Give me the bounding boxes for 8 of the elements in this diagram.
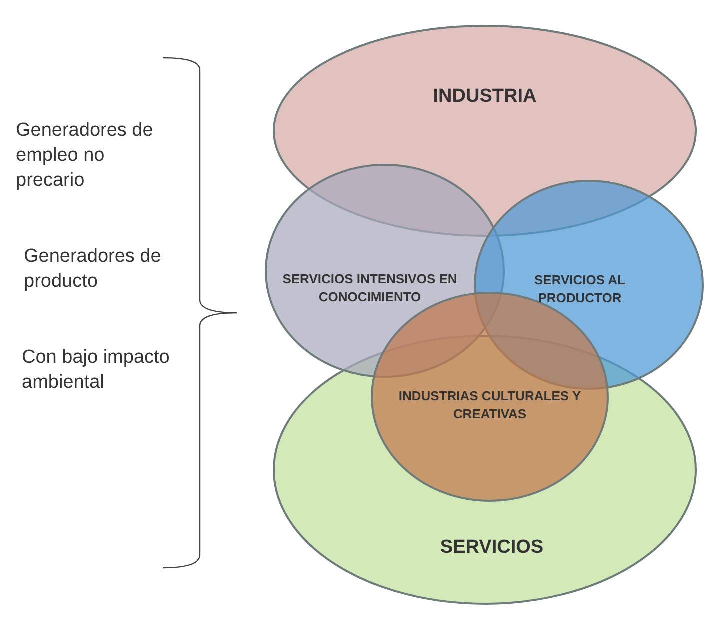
side-note: Generadores de empleo no precario: [16, 119, 154, 194]
set-label: INDUSTRIAS CULTURALES Y CREATIVAS: [398, 387, 582, 423]
side-note: Generadores de producto: [24, 245, 162, 294]
set-label: SERVICIOS: [439, 536, 545, 560]
side-note: Con bajo impacto ambiental: [22, 346, 171, 396]
set-label: SERVICIOS INTENSIVOS EN CONOCIMIENTO: [282, 270, 458, 306]
set-label: INDUSTRIA: [432, 85, 538, 110]
set-label: SERVICIOS AL PRODUCTOR: [533, 271, 627, 307]
